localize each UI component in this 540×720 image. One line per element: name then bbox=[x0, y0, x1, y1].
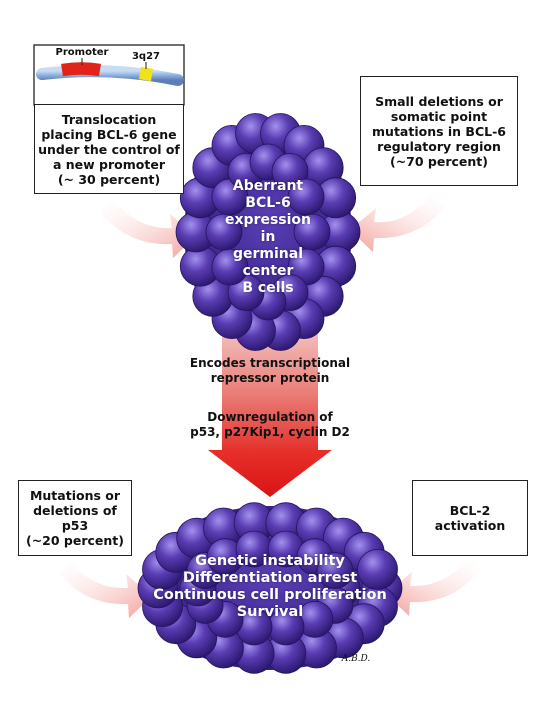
central-arrow-head bbox=[208, 450, 332, 497]
bottom-cell-cluster bbox=[137, 502, 403, 674]
cell-sphere bbox=[357, 549, 398, 590]
downregulation-label: Downregulation of p53, p27Kip1, cyclin D… bbox=[190, 410, 350, 439]
p53-mutations-box: Mutations or deletions of p53 (~20 perce… bbox=[18, 480, 132, 556]
translocation-text: Translocation placing BCL-6 gene under t… bbox=[38, 111, 180, 187]
cell-sphere bbox=[287, 178, 325, 216]
gene-locus-label: 3q27 bbox=[131, 51, 161, 62]
small-deletions-text: Small deletions or somatic point mutatio… bbox=[372, 93, 506, 169]
promoter-label: Promoter bbox=[55, 47, 109, 58]
cell-sphere bbox=[316, 552, 354, 589]
translocation-box: Translocation placing BCL-6 gene under t… bbox=[34, 104, 184, 194]
top-cell-cluster bbox=[175, 113, 361, 351]
pink-arrow-bottom-right bbox=[386, 560, 480, 616]
bcl2-activation-box: BCL-2 activation bbox=[412, 480, 528, 556]
outcomes-text: Genetic instability Differentiation arre… bbox=[153, 553, 387, 620]
small-deletions-box: Small deletions or somatic point mutatio… bbox=[360, 76, 518, 186]
aberrant-bcl6-text: Aberrant BCL-6 expression in germinal ce… bbox=[225, 178, 311, 296]
pink-arrow-top-left bbox=[100, 200, 196, 258]
pink-arrow-bottom-left bbox=[58, 562, 152, 618]
encodes-repressor-label: Encodes transcriptional repressor protei… bbox=[189, 356, 351, 385]
artist-signature: A.B.D. bbox=[341, 654, 371, 664]
pink-arrow-top-right bbox=[350, 195, 446, 252]
p53-mutations-text: Mutations or deletions of p53 (~20 perce… bbox=[26, 488, 124, 548]
bcl2-activation-text: BCL-2 activation bbox=[434, 503, 506, 533]
